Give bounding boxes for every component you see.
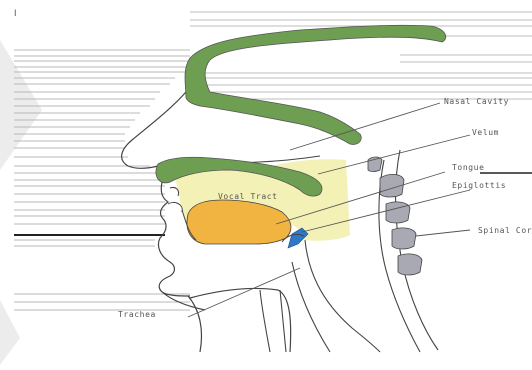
label-nasal-cavity: Nasal Cavity [444, 97, 509, 106]
vertebra-4 [392, 228, 416, 249]
vertebra-5 [398, 254, 422, 275]
leader-trachea [188, 268, 300, 317]
throat-outline-inner [292, 262, 330, 352]
airway-outline [260, 290, 286, 352]
lower-lip [168, 202, 182, 212]
leader-velum [318, 135, 470, 174]
upper-lip [170, 187, 179, 196]
label-tongue: Tongue [452, 163, 485, 172]
throat-outline [305, 240, 380, 352]
label-vocal-tract: Vocal Tract [218, 192, 278, 201]
cervical-vertebrae [368, 157, 422, 275]
label-trachea: Trachea [118, 310, 156, 319]
vertebra-3 [386, 202, 410, 223]
leader-spinal-cord [416, 230, 470, 236]
label-epiglottis: Epiglottis [452, 181, 506, 190]
scan-lines-right [190, 12, 532, 99]
background-grey-shape-left [0, 40, 42, 170]
label-velum: Velum [472, 128, 499, 137]
label-spinal-cord: Spinal Cord [478, 226, 532, 235]
corner-mark: I [14, 8, 17, 18]
neck-outline-front [188, 288, 291, 352]
